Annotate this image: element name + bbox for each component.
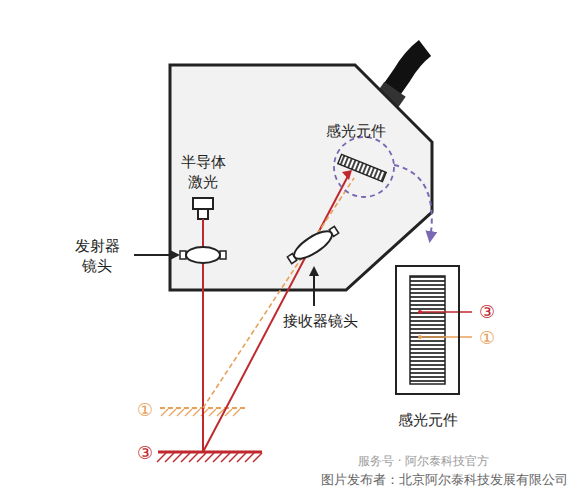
receiver-lens xyxy=(285,223,341,267)
hatch-stroke xyxy=(209,409,216,416)
hatch-stroke xyxy=(229,453,238,462)
hatch-stroke xyxy=(181,453,190,462)
hatch-stroke xyxy=(197,453,206,462)
hatch-stroke xyxy=(169,409,176,416)
part-label: 感光元件 xyxy=(326,122,386,142)
leader-dot xyxy=(418,335,422,339)
callout-number: ① xyxy=(137,398,153,421)
hatch-stroke xyxy=(185,409,192,416)
hatch-stroke xyxy=(165,453,174,462)
callout-number: ③ xyxy=(479,300,495,323)
cable xyxy=(388,48,425,95)
beam-arrow xyxy=(342,170,352,180)
pointer-arrow xyxy=(134,254,178,256)
caption: 图片发布者：北京阿尔泰科技发展有限公司 xyxy=(321,472,568,489)
part-label: 半导体 激光 xyxy=(178,153,228,192)
laser-diode xyxy=(198,209,208,219)
photo-sensor xyxy=(338,154,386,181)
part-label: 接收器镜头 xyxy=(283,312,358,332)
hatch-stroke xyxy=(221,453,230,462)
leader-dot xyxy=(418,310,422,314)
hatch-stroke xyxy=(189,453,198,462)
watermark: 服务号 · 阿尔泰科技官方 xyxy=(358,454,489,470)
part-label: 发射器 镜头 xyxy=(72,237,122,276)
leader-line xyxy=(420,336,472,338)
hatch-stroke xyxy=(233,409,240,416)
surface-3 xyxy=(158,451,262,454)
sensor-box: 感光元件 xyxy=(395,265,460,395)
emitter-lens xyxy=(186,247,220,263)
hatch-stroke xyxy=(193,409,200,416)
zoom-circle xyxy=(334,137,394,197)
callout-number: ① xyxy=(479,326,495,349)
hatch-stroke xyxy=(237,453,246,462)
sensor-housing xyxy=(170,65,432,290)
hatch-stroke xyxy=(245,453,254,462)
laser-diode xyxy=(193,198,213,209)
box-title: 感光元件 xyxy=(398,411,458,430)
reflected-beam-1 xyxy=(203,178,354,408)
leader-line xyxy=(420,311,472,313)
hatch-stroke xyxy=(177,409,184,416)
callout-number: ③ xyxy=(137,441,153,464)
zoom-arrow xyxy=(394,165,432,240)
hatch-stroke xyxy=(157,453,166,462)
sensor-array xyxy=(410,276,445,384)
hatch-stroke xyxy=(161,409,168,416)
hatch-stroke xyxy=(173,453,182,462)
hatch-stroke xyxy=(213,453,222,462)
hatch-stroke xyxy=(205,453,214,462)
pointer-arrow xyxy=(313,268,315,306)
hatch-stroke xyxy=(253,453,262,462)
